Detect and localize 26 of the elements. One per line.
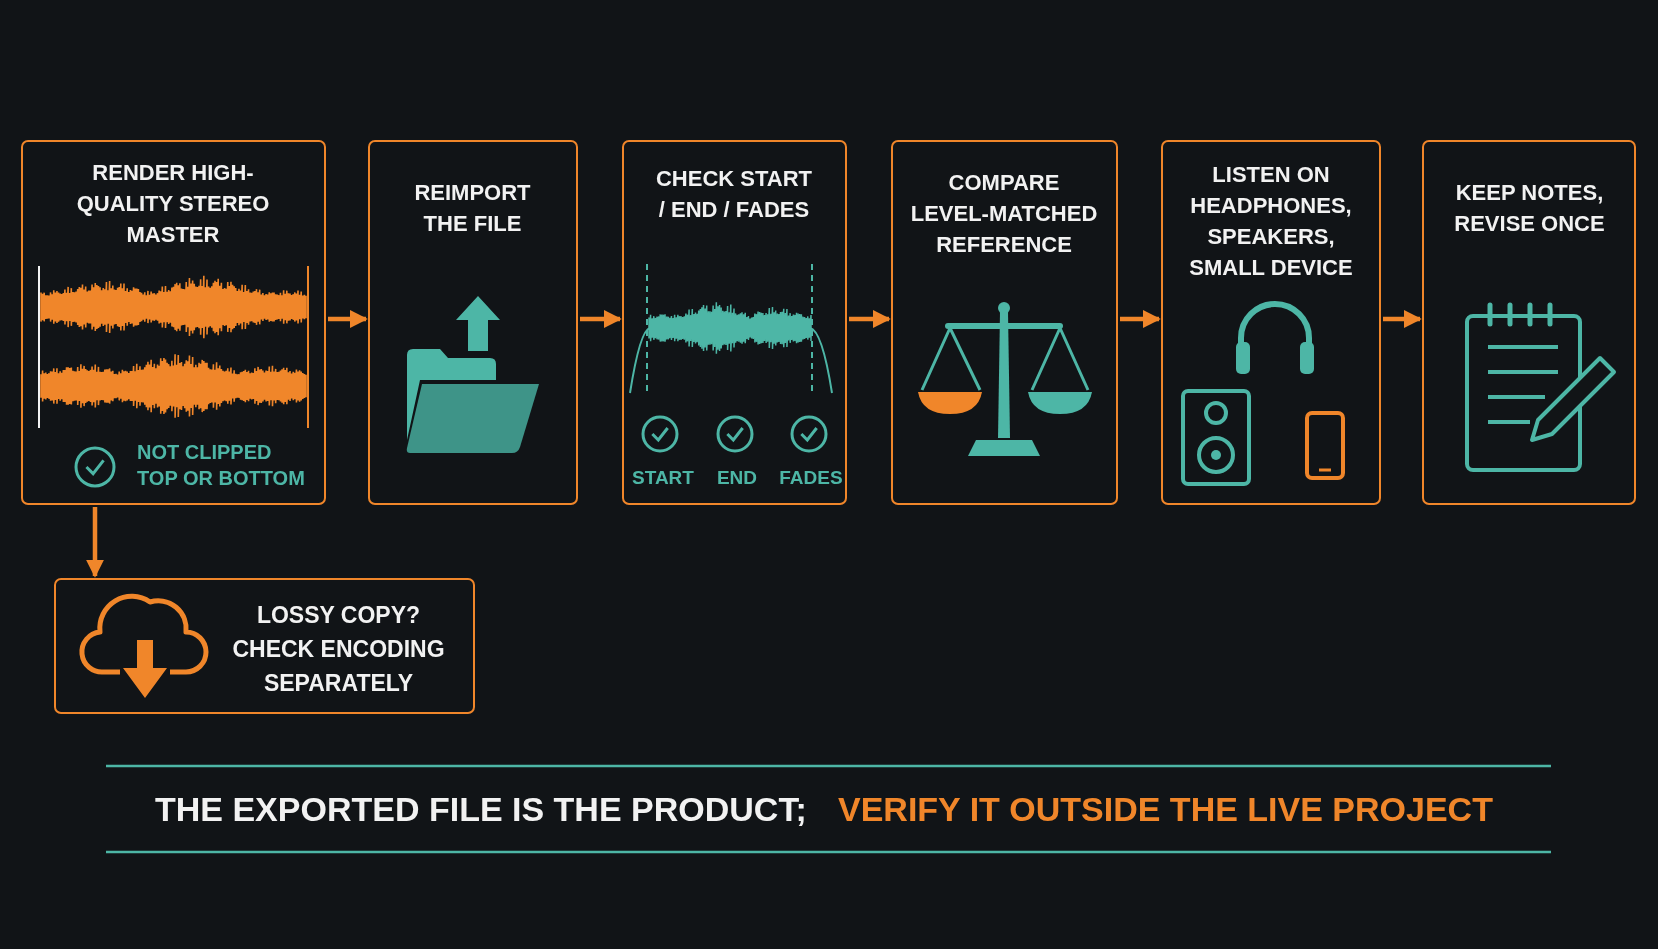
summary-text: THE EXPORTED FILE IS THE PRODUCT; [155,790,807,829]
check-label: START [631,466,695,490]
step-box [1161,140,1381,505]
arrow [86,507,104,578]
step-box [891,140,1118,505]
step-box [368,140,578,505]
arrow [328,310,368,328]
step-title: LOSSY COPY? CHECK ENCODING SEPARATELY [231,601,446,698]
step-title: RENDER HIGH-QUALITY STEREO MASTER [75,159,271,249]
arrow [1383,310,1422,328]
arrow [580,310,622,328]
check-label: FADES [778,466,844,490]
step-title: REIMPORT THE FILE [413,179,532,238]
arrow [1120,310,1161,328]
step-title: CHECK START / END / FADES [655,165,813,224]
arrow [849,310,891,328]
step-box [1422,140,1636,505]
step-box [622,140,847,505]
step-title: COMPARE LEVEL-MATCHED REFERENCE [909,169,1099,259]
step-title: LISTEN ON HEADPHONES, SPEAKERS, SMALL DEVICE [1188,161,1354,282]
check-label: END [715,466,759,490]
status-text: NOT CLIPPED TOP OR BOTTOM [137,440,306,491]
summary-highlight: VERIFY IT OUTSIDE THE LIVE PROJECT [838,790,1493,829]
step-title: KEEP NOTES, REVISE ONCE [1453,179,1606,238]
step-box [54,578,475,714]
step-box [21,140,326,505]
